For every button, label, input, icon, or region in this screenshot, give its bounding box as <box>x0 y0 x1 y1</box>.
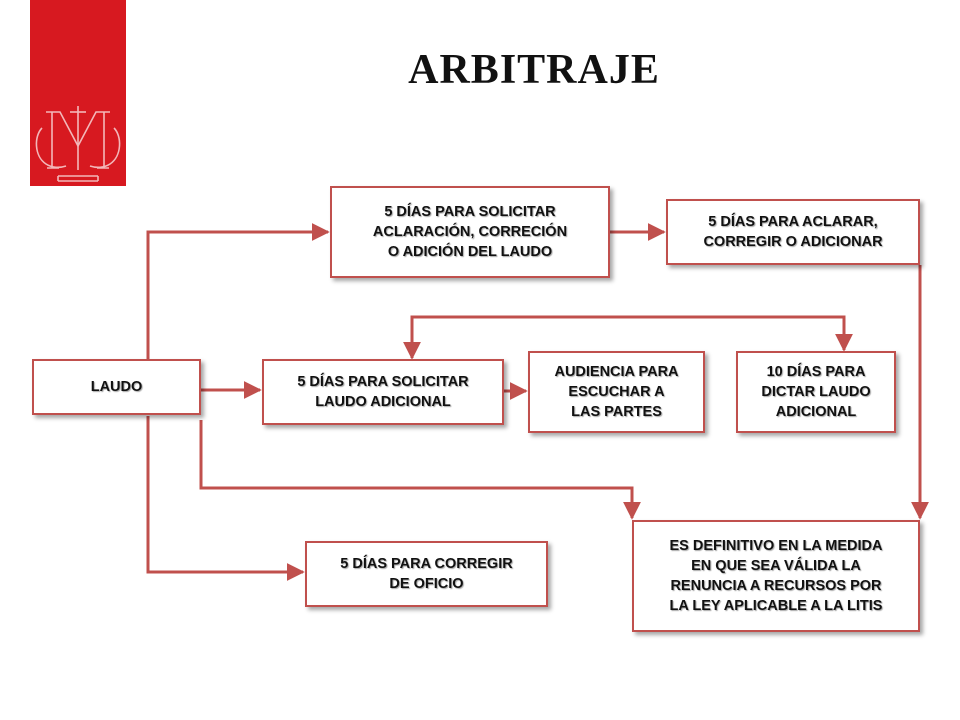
corregir-oficio-box: 5 DÍAS PARA CORREGIR DE OFICIO <box>305 541 548 607</box>
arrow-laudo-to-corregir-oficio <box>146 416 305 581</box>
arrow-laudo-to-solicitar-aclaracion <box>146 223 330 360</box>
solicitar-aclaracion-box: 5 DÍAS PARA SOLICITAR ACLARACIÓN, CORREC… <box>330 186 610 278</box>
page-title: ARBITRAJE <box>408 47 660 93</box>
aclarar-box: 5 DÍAS PARA ACLARAR, CORREGIR O ADICIONA… <box>666 199 920 265</box>
definitivo-box: ES DEFINITIVO EN LA MEDIDA EN QUE SEA VÁ… <box>632 520 920 632</box>
audiencia-box: AUDIENCIA PARA ESCUCHAR A LAS PARTES <box>528 351 705 433</box>
arrow-loop-to-dictar <box>403 315 853 360</box>
logo-band <box>30 0 126 186</box>
arrow-laudo-to-definitivo <box>199 420 641 520</box>
dictar-box: 10 DÍAS PARA DICTAR LAUDO ADICIONAL <box>736 351 896 433</box>
emblem-logo-icon <box>35 106 121 182</box>
laudo-box: LAUDO <box>32 359 201 415</box>
solicitar-adicional-box: 5 DÍAS PARA SOLICITAR LAUDO ADICIONAL <box>262 359 504 425</box>
